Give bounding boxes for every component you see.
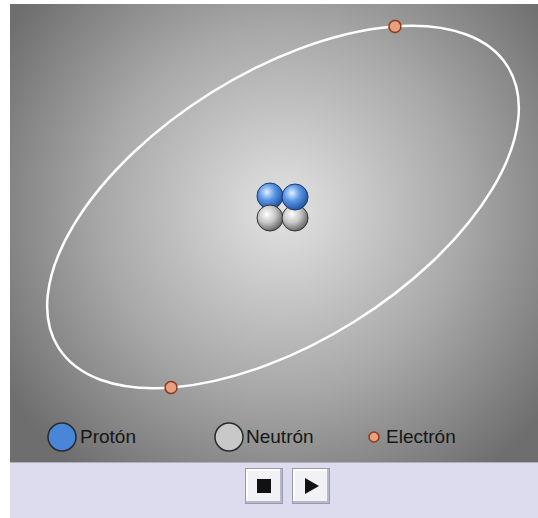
legend-label: Protón bbox=[80, 426, 136, 448]
stop-icon bbox=[246, 469, 282, 503]
legend-label: Electrón bbox=[386, 426, 456, 448]
control-bar bbox=[10, 462, 538, 518]
play-icon bbox=[293, 469, 329, 503]
bar-divider bbox=[10, 462, 538, 463]
stop-button bbox=[245, 468, 283, 504]
legend-swatch bbox=[215, 423, 243, 451]
legend-swatch bbox=[369, 432, 379, 442]
proton bbox=[282, 184, 308, 210]
electron bbox=[387, 18, 404, 35]
orbit-group bbox=[0, 0, 538, 462]
electron-orbit bbox=[0, 0, 538, 462]
neutron bbox=[257, 205, 283, 231]
nucleus bbox=[257, 183, 308, 231]
electron bbox=[163, 379, 180, 396]
legend-swatch bbox=[48, 423, 76, 451]
legend-label: Neutrón bbox=[246, 426, 314, 448]
play-button bbox=[292, 468, 330, 504]
